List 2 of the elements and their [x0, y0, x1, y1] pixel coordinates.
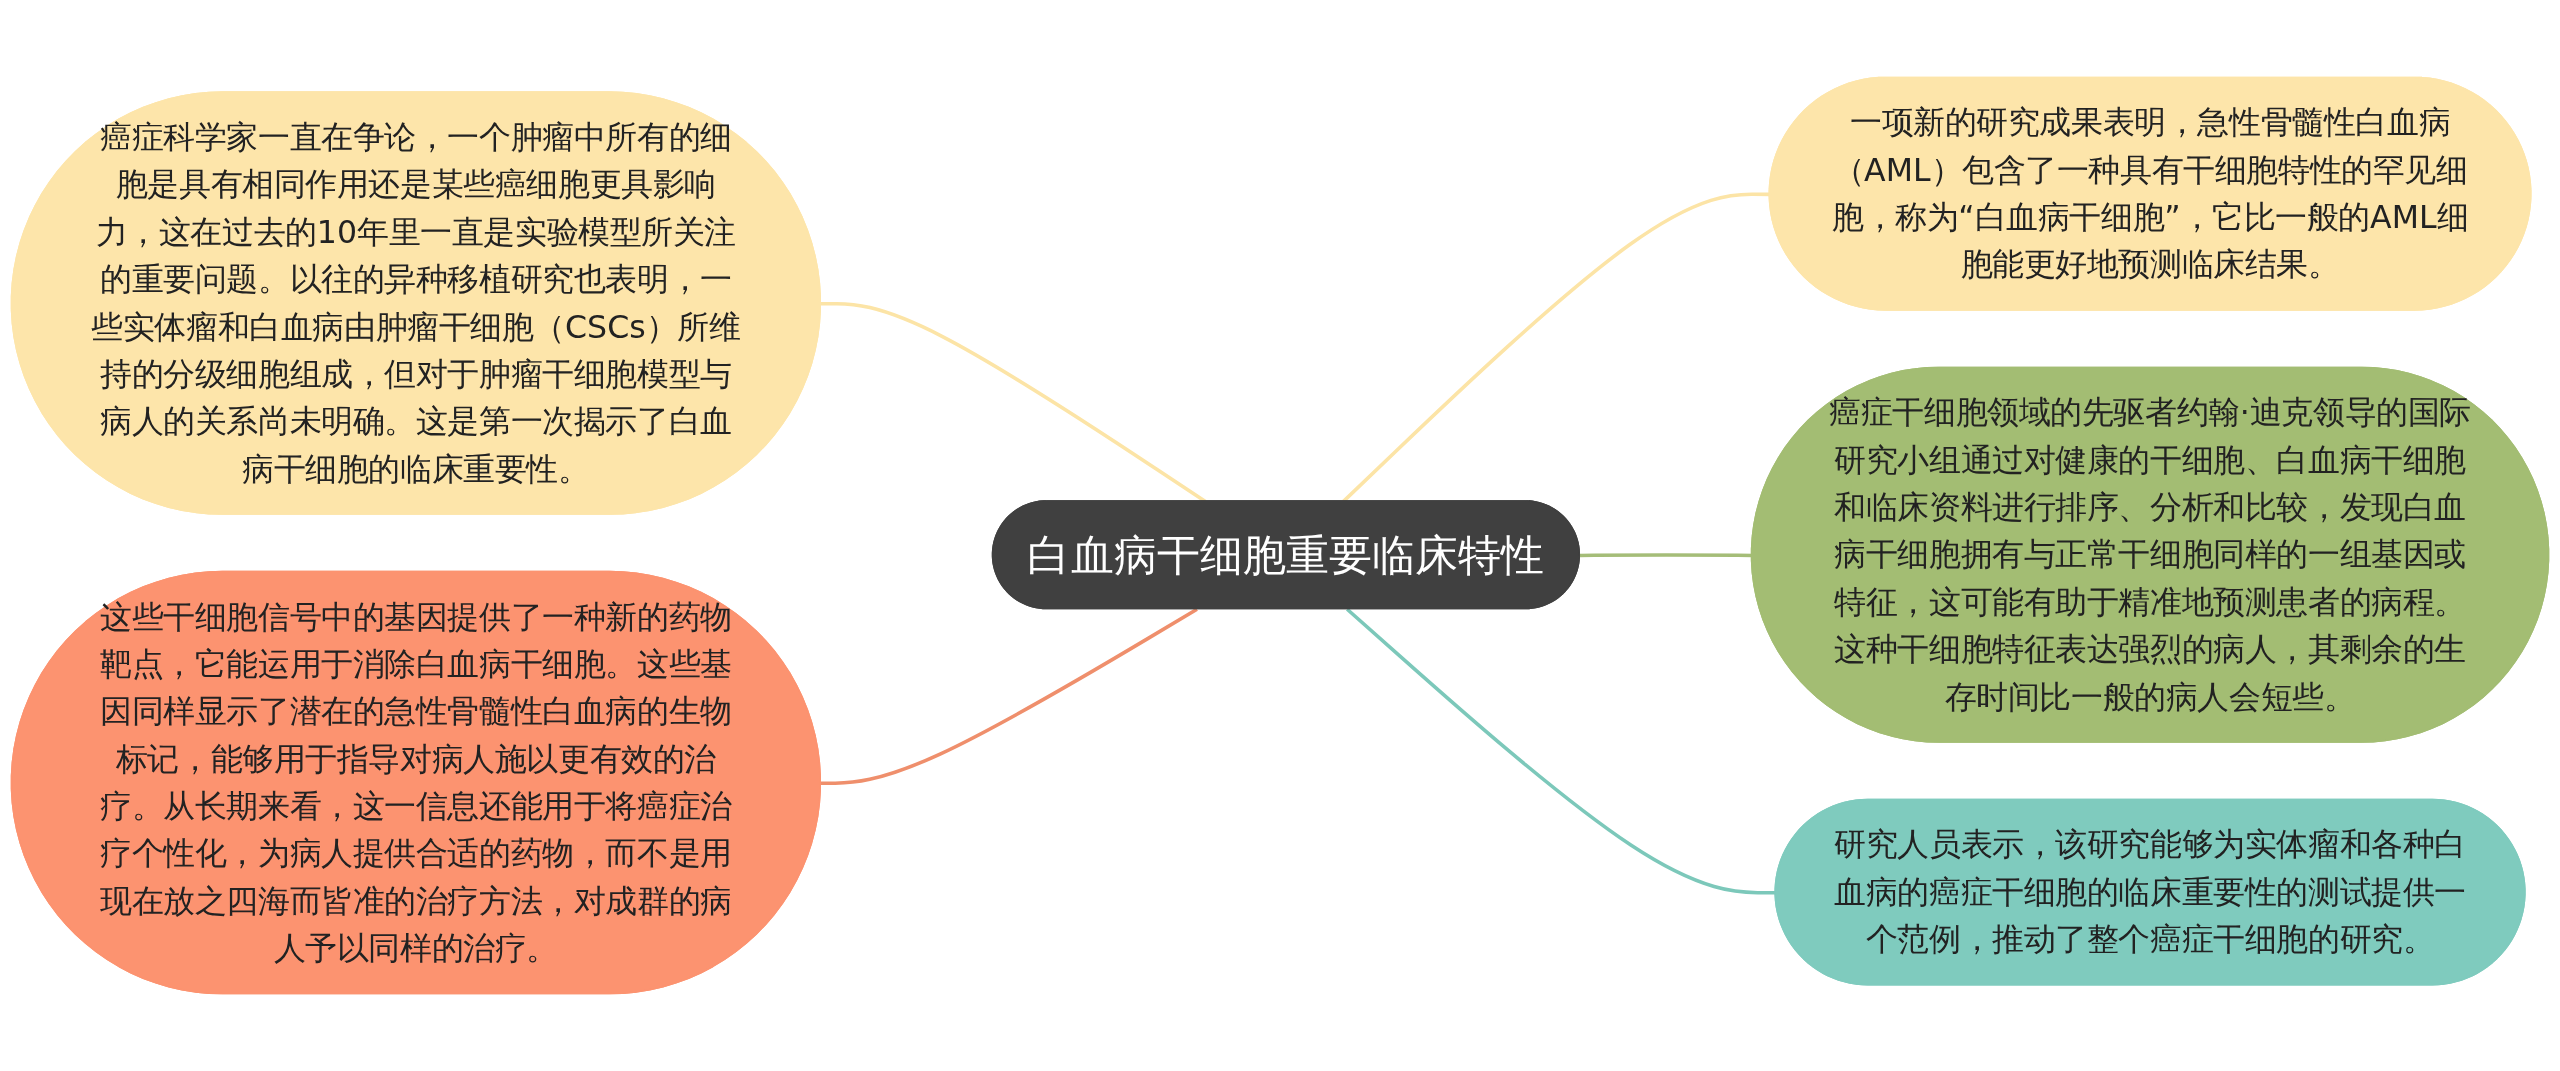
- connector: [820, 607, 1198, 786]
- connector: [1346, 607, 1776, 895]
